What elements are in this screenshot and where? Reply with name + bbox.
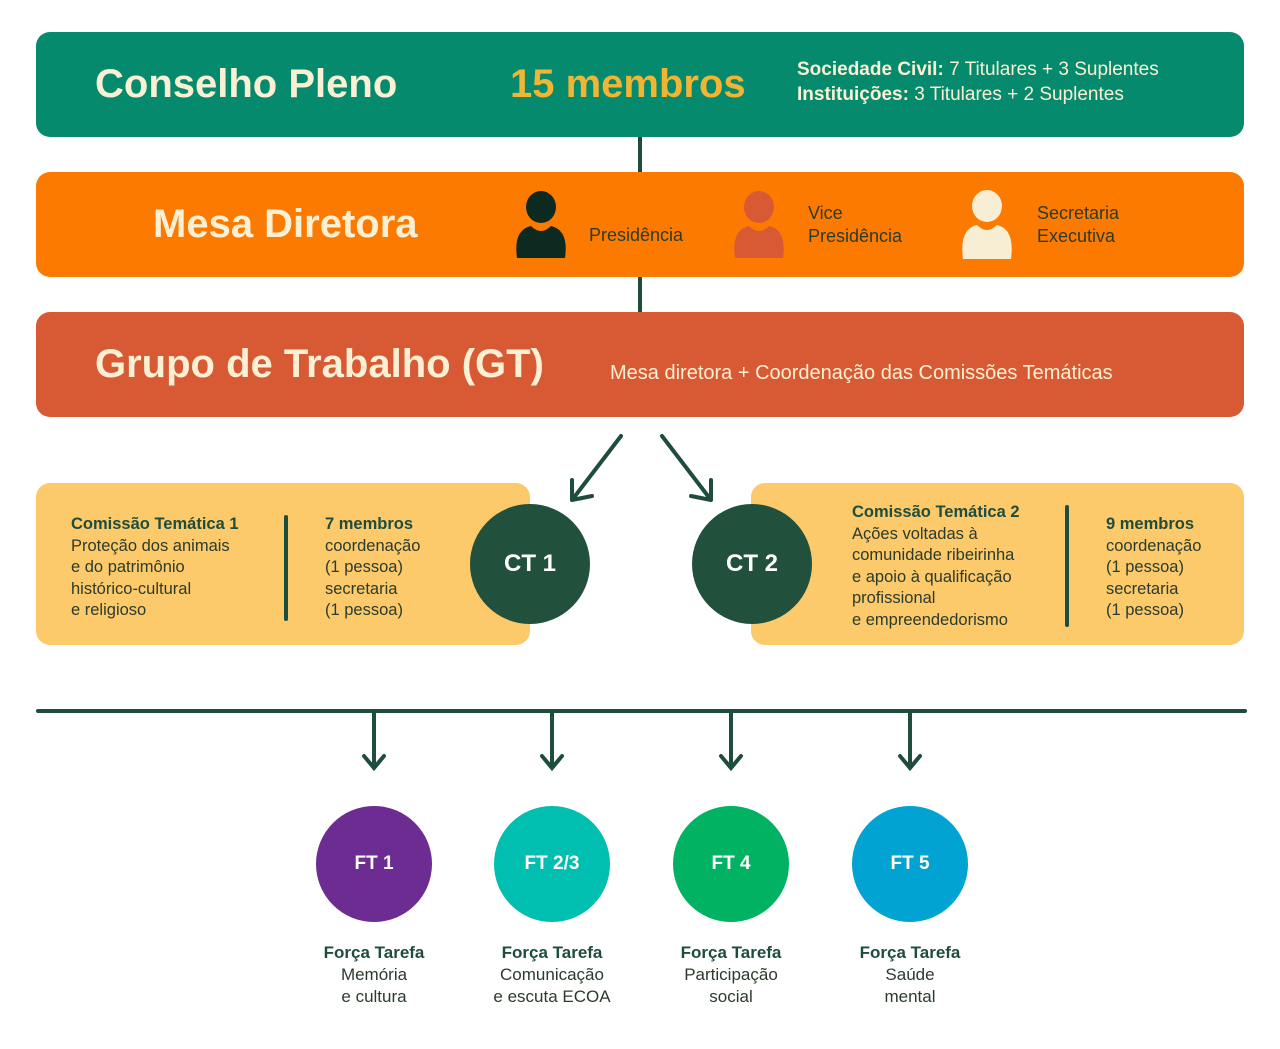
connector-line [638,137,642,172]
ct2-desc-0: Ações voltadas à [852,524,978,543]
ct1-desc-2: histórico-cultural [71,579,192,598]
ft1-line1: Memória [340,965,408,984]
arrow-ct1 [570,434,623,502]
inst-value: 3 Titulares + 2 Suplentes [914,84,1124,105]
arrow-ft4 [719,709,743,772]
ct2-desc-4: e empreendedorismo [852,610,1008,629]
ft23-line2: e escuta ECOA [493,987,611,1006]
ft5-line1: Saúde [885,965,935,984]
ct2-box: Comissão Temática 2 Ações voltadas à com… [751,483,1244,645]
ct1-members: 7 membros [325,515,414,533]
gt-title: Grupo de Trabalho (GT) [95,342,544,386]
ct2-role-3: (1 pessoa) [1106,601,1184,620]
ct1-box: Comissão Temática 1 Proteção dos animais… [36,483,530,645]
conselho-members: 15 membros [510,62,746,106]
ft4-line2: social [709,987,753,1006]
conselho-title: Conselho Pleno [95,62,398,106]
ct1-role-1: (1 pessoa) [325,558,403,577]
ct2-badge: CT 2 [692,504,812,624]
conselho-pleno-box [36,32,1244,137]
role-secretaria-line2: Executiva [1037,226,1116,246]
ct1-role-3: (1 pessoa) [325,601,403,620]
ft1-badge: FT 1 [316,806,432,922]
ft1-title: Força Tarefa [323,943,425,962]
ft5-title: Força Tarefa [859,943,961,962]
ct1-badge: CT 1 [470,504,590,624]
role-secretaria-line1: Secretaria [1037,203,1120,223]
ct1-title: Comissão Temática 1 [71,515,239,533]
ct2-divider [1065,505,1069,627]
arrow-ft5 [898,709,922,772]
ct2-desc-2: e apoio à qualificação [852,567,1012,586]
ct1-role-2: secretaria [325,579,398,598]
ft4-title: Força Tarefa [680,943,782,962]
arrow-ft23 [540,709,564,772]
ft1-line2: e cultura [341,987,407,1006]
ct1-desc-3: e religioso [71,601,147,620]
connector-line [638,277,642,312]
ft5-line2: mental [884,987,936,1006]
arrow-ft1 [362,709,386,772]
ft4-badge: FT 4 [673,806,789,922]
ft23-title: Força Tarefa [501,943,603,962]
ft4-line1: Participação [684,965,778,984]
ct1-role-0: coordenação [325,536,421,555]
conselho-civil: Sociedade Civil: 7 Titulares + 3 Suplent… [797,59,1159,81]
gt-subtitle: Mesa diretora + Coordenação das Comissõe… [610,362,1113,384]
civil-value: 7 Titulares + 3 Suplentes [949,59,1159,80]
inst-label: Instituições: [797,84,909,105]
ct1-desc-0: Proteção dos animais [71,536,230,555]
ct1-desc-1: e do patrimônio [71,558,185,577]
ft5-badge: FT 5 [852,806,968,922]
role-vice-line2: Presidência [808,226,903,246]
ft23-line1: Comunicação [500,965,604,984]
ct2-members: 9 membros [1106,515,1195,533]
ft23-badge: FT 2/3 [494,806,610,922]
ct2-title: Comissão Temática 2 [852,503,1020,521]
person-icon-secretaria [962,190,1012,259]
ct2-role-2: secretaria [1106,579,1179,598]
person-icon-presidencia [516,191,566,258]
ct1-divider [284,515,288,621]
ct2-desc-1: comunidade ribeirinha [852,546,1015,565]
civil-label: Sociedade Civil: [797,59,944,80]
arrow-ct2 [660,434,713,502]
role-presidencia: Presidência [589,225,684,245]
ct2-desc-3: profissional [852,589,936,608]
ct2-role-1: (1 pessoa) [1106,558,1184,577]
role-vice-line1: Vice [808,203,843,223]
conselho-inst: Instituições: 3 Titulares + 2 Suplentes [797,84,1124,106]
mesa-diretora-box [36,172,1244,277]
person-icon-vice [734,191,784,258]
ct2-role-0: coordenação [1106,536,1202,555]
mesa-title: Mesa Diretora [153,202,418,246]
grupo-trabalho-box [36,312,1244,417]
